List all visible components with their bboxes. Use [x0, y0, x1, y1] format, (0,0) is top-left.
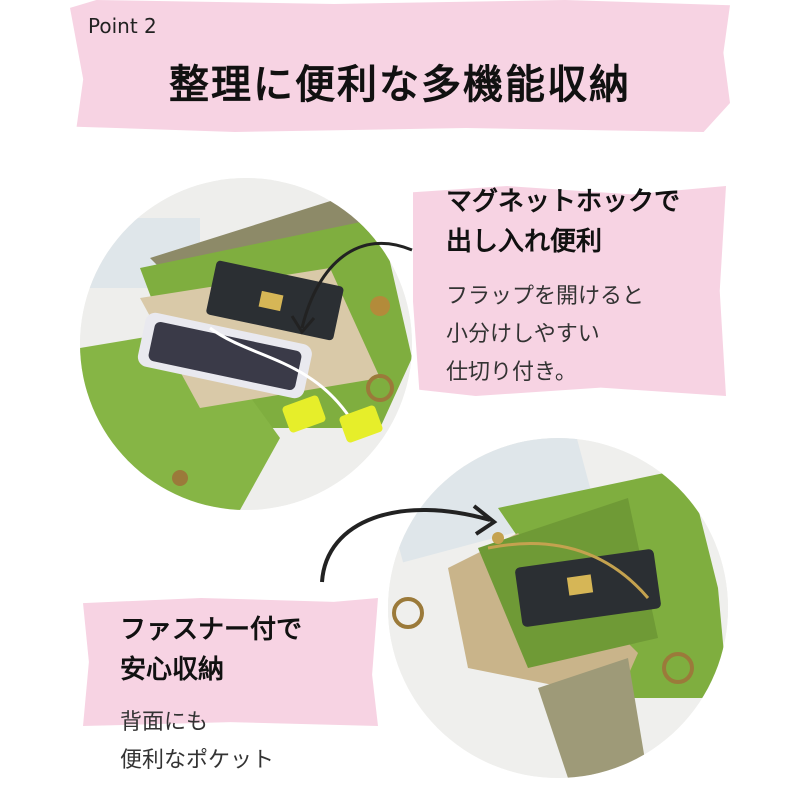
zipper-pocket-photo — [388, 438, 728, 778]
feature-bottom-highlight-brush — [83, 598, 378, 726]
feature-top-highlight-brush — [413, 186, 726, 396]
point-label: Point 2 — [88, 14, 157, 38]
feature-bottom-heading: ファスナー付で 安心収納 — [120, 610, 302, 690]
feature-top-heading-line1: マグネットホックで — [446, 187, 681, 217]
feature-top-heading-line2: 出し入れ便利 — [446, 227, 603, 257]
feature-top-description: フラップを開けると 小分けしやすい 仕切り付き。 — [446, 278, 644, 392]
feature-bottom-desc-line1: 背面にも — [120, 710, 209, 735]
feature-top-desc-line3: 仕切り付き。 — [446, 360, 577, 385]
feature-top-desc-line1: フラップを開けると — [446, 284, 645, 309]
title-highlight-brush — [70, 0, 730, 132]
feature-bottom-heading-line1: ファスナー付で — [120, 615, 303, 645]
feature-top-heading: マグネットホックで 出し入れ便利 — [446, 182, 680, 262]
feature-bottom-description: 背面にも 便利なポケット — [120, 704, 274, 780]
page-title: 整理に便利な多機能収納 — [169, 62, 631, 108]
feature-bottom-heading-line2: 安心収納 — [120, 655, 225, 685]
feature-bottom-desc-line2: 便利なポケット — [120, 748, 275, 773]
feature-top-desc-line2: 小分けしやすい — [446, 322, 600, 347]
magnet-pocket-photo — [80, 178, 412, 510]
